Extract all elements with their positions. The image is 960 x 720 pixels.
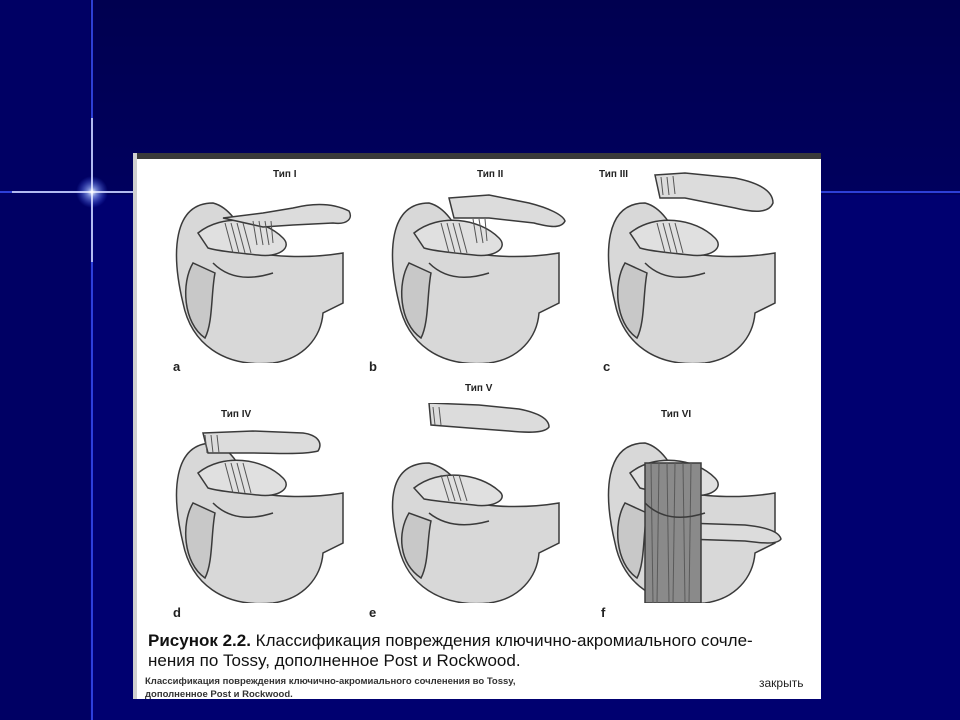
panel-letter: f [601,605,606,620]
caption-label: Рисунок 2.2. [148,631,251,650]
type-label: Тип V [465,383,493,394]
panel-letter: c [603,359,611,374]
shoulder-illustration [391,403,560,603]
panel-letter: e [369,605,377,620]
panel-d: Тип IV d [153,403,369,631]
shoulder-illustration [175,430,344,603]
shoulder-illustration [175,202,352,363]
panel-e: Тип V e [369,383,585,631]
panel-a: Тип I a [153,163,369,391]
shoulder-illustration [607,172,776,363]
type-label: Тип VI [661,409,692,420]
panel-letter: a [173,359,181,374]
figure-top-strip [133,153,821,159]
subcaption-line-2: дополненное Post и Rockwood. [145,689,293,699]
panel-c: Тип III c [585,163,801,391]
panel-f: Тип VI f [585,403,801,631]
figure-subcaption: Классификация повреждения ключично-акром… [145,675,685,699]
type-label: Тип I [273,169,297,180]
panel-b: Тип II b [369,163,585,391]
caption-line-2: нения по Tossy, дополненное Post и Rockw… [148,651,521,670]
panel-letter: b [369,359,377,374]
type-label: Тип III [599,169,629,180]
shoulder-illustration [391,194,566,363]
caption-line-1: Классификация повреждения ключично-акром… [250,631,753,650]
figure-caption: Рисунок 2.2. Классификация повреждения к… [148,631,816,671]
close-link[interactable]: закрыть [759,676,804,690]
panel-letter: d [173,605,181,620]
type-label: Тип II [477,169,504,180]
subcaption-line-1: Классификация повреждения ключично-акром… [145,676,516,687]
figure-left-strip [133,153,137,699]
figure: Тип I a Тип II b [133,153,821,699]
type-label: Тип IV [221,409,252,420]
shoulder-illustration [607,442,782,603]
